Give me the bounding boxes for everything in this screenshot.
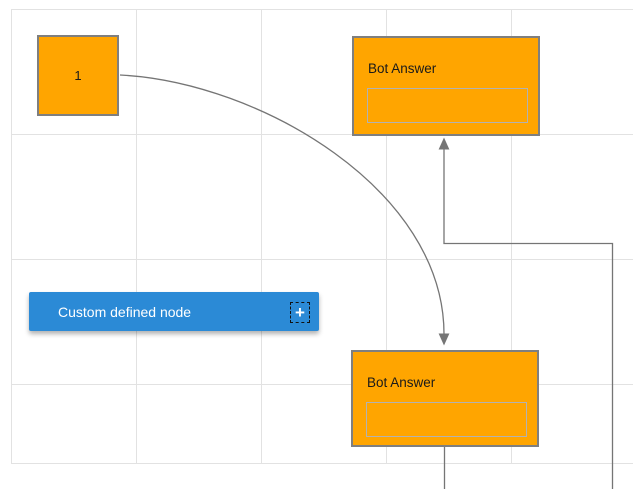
node-1[interactable]: 1: [37, 35, 119, 116]
bot-answer-node-top[interactable]: Bot Answer: [352, 36, 540, 136]
bot-answer-input[interactable]: [366, 402, 527, 437]
connector-orthogonal[interactable]: [443, 149, 614, 489]
bot-answer-title: Bot Answer: [367, 375, 436, 390]
custom-defined-node[interactable]: Custom defined node +: [29, 292, 319, 331]
connector-curved[interactable]: [119, 74, 445, 335]
node-1-label: 1: [74, 68, 82, 83]
bot-answer-node-bottom[interactable]: Bot Answer: [351, 350, 539, 447]
add-port-selection-box[interactable]: +: [290, 302, 310, 323]
bot-answer-input[interactable]: [367, 88, 528, 123]
arrowhead-up-icon: [438, 137, 450, 150]
arrowhead-down-icon: [438, 333, 450, 346]
plus-icon: +: [295, 302, 305, 322]
custom-node-label: Custom defined node: [58, 303, 192, 320]
bot-answer-title: Bot Answer: [368, 61, 437, 76]
